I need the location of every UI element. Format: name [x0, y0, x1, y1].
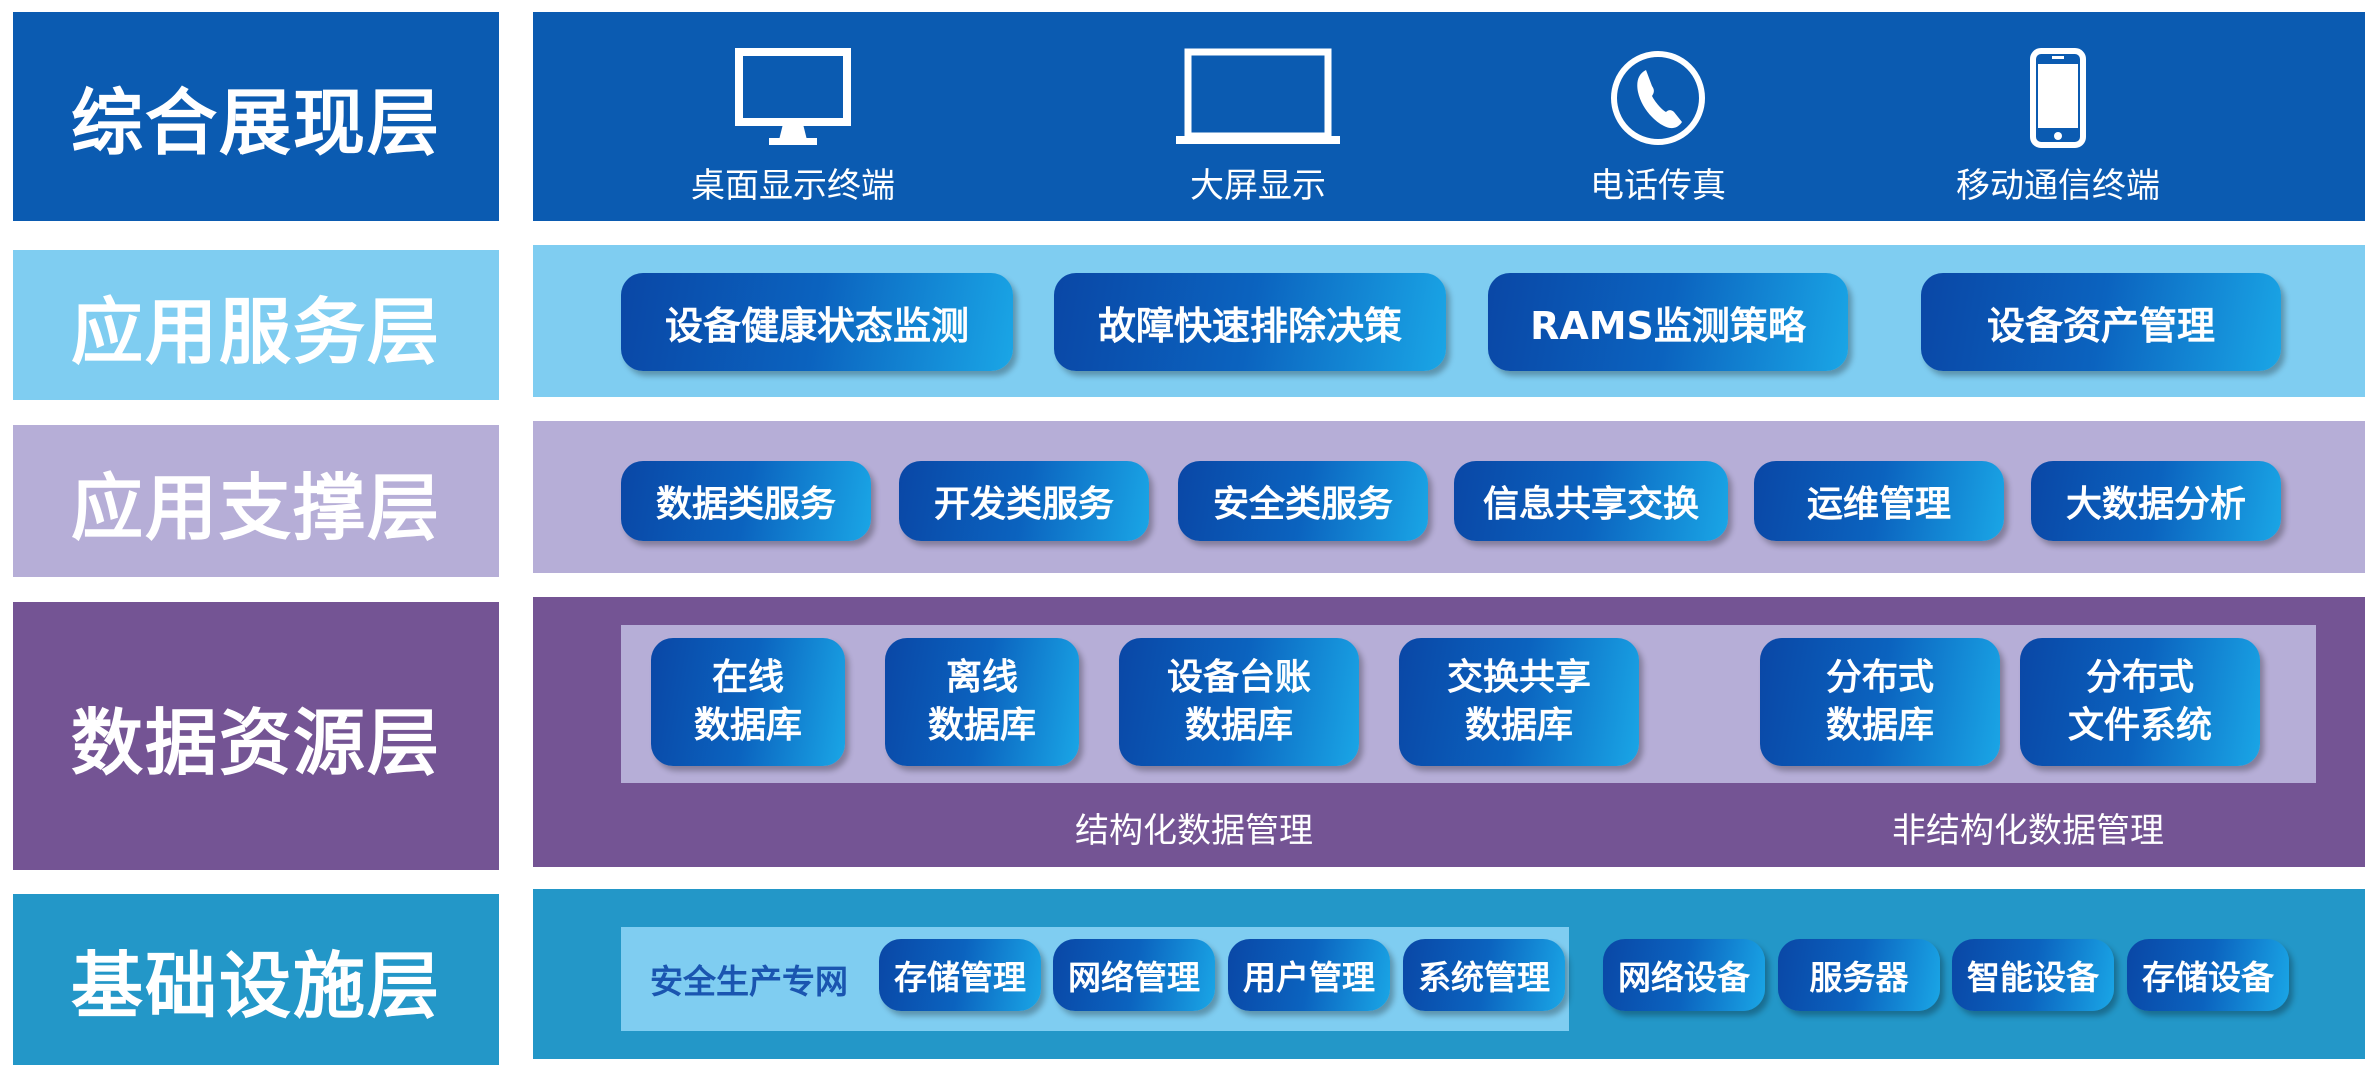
laptop-screen-icon — [1176, 48, 1340, 144]
unstructured-db-item: 分布式 文件系统 — [2020, 638, 2260, 766]
device-desktop: 桌面显示终端 — [673, 48, 913, 218]
network-mgmt-item: 用户管理 — [1228, 939, 1390, 1011]
hardware-item: 网络设备 — [1603, 939, 1765, 1011]
device-label: 桌面显示终端 — [691, 166, 895, 206]
app-service-item: 设备资产管理 — [1921, 273, 2281, 371]
hardware-item: 服务器 — [1778, 939, 1940, 1011]
structured-db-item: 离线 数据库 — [885, 638, 1079, 766]
structured-caption: 结构化数据管理 — [1075, 811, 1313, 851]
infra-layer-panel: 安全生产专网 存储管理 网络管理 用户管理 系统管理 网络设备 服务器 智能设备… — [533, 889, 2365, 1059]
secure-network-title: 安全生产专网 — [650, 962, 848, 1001]
layer-label-app-service: 应用服务层 — [13, 250, 499, 400]
app-support-item: 运维管理 — [1754, 461, 2004, 541]
layer-label-display: 综合展现层 — [13, 12, 499, 221]
app-support-layer-panel: 数据类服务 开发类服务 安全类服务 信息共享交换 运维管理 大数据分析 — [533, 421, 2365, 573]
layer-label-app-support: 应用支撑层 — [13, 425, 499, 577]
hardware-item: 智能设备 — [1952, 939, 2114, 1011]
desktop-monitor-icon — [735, 48, 851, 145]
layer-label-infra: 基础设施层 — [13, 894, 499, 1065]
app-support-item: 信息共享交换 — [1454, 461, 1728, 541]
network-mgmt-item: 网络管理 — [1053, 939, 1215, 1011]
structured-db-item: 设备台账 数据库 — [1119, 638, 1359, 766]
display-layer-panel: 桌面显示终端 大屏显示 电话传真 移动通信终端 — [533, 12, 2365, 221]
app-support-item: 数据类服务 — [621, 461, 871, 541]
structured-data-group: 在线 数据库 离线 数据库 设备台账 数据库 交换共享 数据库 — [621, 625, 1767, 783]
device-mobile: 移动通信终端 — [1938, 48, 2178, 218]
device-label: 大屏显示 — [1190, 166, 1326, 206]
secure-network-group: 安全生产专网 存储管理 网络管理 用户管理 系统管理 — [621, 927, 1569, 1031]
data-layer-panel: 在线 数据库 离线 数据库 设备台账 数据库 交换共享 数据库 结构化数据管理 … — [533, 597, 2365, 867]
unstructured-data-group: 分布式 数据库 分布式 文件系统 — [1740, 625, 2316, 783]
app-service-item: 故障快速排除决策 — [1054, 273, 1446, 371]
network-mgmt-item: 系统管理 — [1403, 939, 1565, 1011]
device-label: 电话传真 — [1590, 166, 1726, 206]
app-service-layer-panel: 设备健康状态监测 故障快速排除决策 RAMS监测策略 设备资产管理 — [533, 245, 2365, 397]
device-telephone: 电话传真 — [1558, 48, 1758, 218]
app-support-item: 大数据分析 — [2031, 461, 2281, 541]
network-mgmt-item: 存储管理 — [879, 939, 1041, 1011]
device-big-screen: 大屏显示 — [1153, 48, 1363, 218]
app-support-item: 安全类服务 — [1178, 461, 1428, 541]
device-label: 移动通信终端 — [1956, 166, 2160, 206]
hardware-item: 存储设备 — [2127, 939, 2289, 1011]
unstructured-caption: 非结构化数据管理 — [1892, 811, 2164, 851]
app-service-item: RAMS监测策略 — [1488, 273, 1848, 371]
unstructured-db-item: 分布式 数据库 — [1760, 638, 2000, 766]
app-support-item: 开发类服务 — [899, 461, 1149, 541]
structured-db-item: 交换共享 数据库 — [1399, 638, 1639, 766]
layer-label-data: 数据资源层 — [13, 602, 499, 870]
structured-db-item: 在线 数据库 — [651, 638, 845, 766]
smartphone-icon — [2030, 48, 2086, 148]
telephone-icon — [1611, 51, 1705, 145]
app-service-item: 设备健康状态监测 — [621, 273, 1013, 371]
